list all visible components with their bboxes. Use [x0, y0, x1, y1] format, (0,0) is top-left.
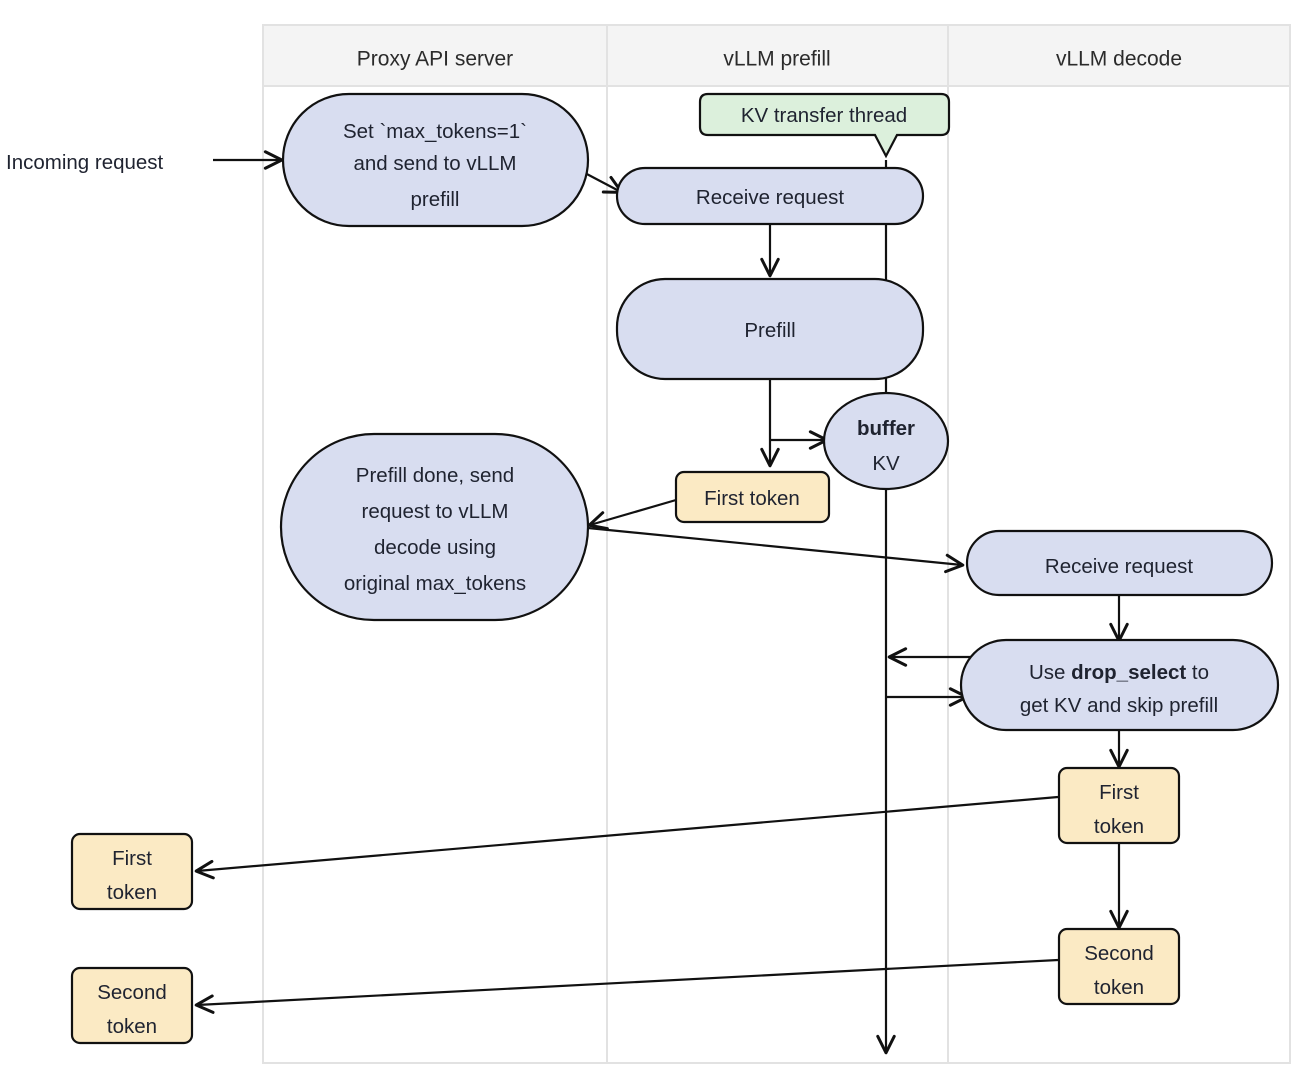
node-prefill[interactable]: Prefill: [615, 277, 925, 381]
decode-receive-request-shape[interactable]: [965, 529, 1274, 597]
prefill-first-token-label: First token: [704, 487, 800, 510]
node-kv-transfer-thread[interactable]: KV transfer thread: [698, 92, 951, 159]
conn-setmax-to-prefill-receive: [582, 171, 624, 194]
buffer-kv-line-1: buffer: [857, 417, 915, 440]
prefill-done-line-3: decode using: [374, 536, 496, 559]
decode-first-token-line-1: First: [1099, 781, 1139, 804]
decode-receive-request-label: Receive request: [1045, 555, 1193, 578]
prefill-receive-request-shape[interactable]: [615, 166, 925, 226]
prefill-receive-request-label: Receive request: [696, 186, 844, 209]
lane-title-decode: vLLM decode: [1056, 48, 1182, 71]
out-first-token-line-2: token: [107, 881, 157, 904]
prefill-shape[interactable]: [615, 277, 925, 381]
conn-decode-first-token-to-output: [194, 795, 1059, 880]
drop-select-line-1: Use drop_select to: [1029, 661, 1209, 684]
drop-select-seg-3: to: [1186, 661, 1209, 684]
prefill-first-token-shape[interactable]: [674, 470, 831, 524]
conn-decode-second-token-to-output: [194, 958, 1059, 1014]
conn-first-token-to-prefill-done: [587, 498, 677, 531]
decode-second-token-line-2: token: [1094, 976, 1144, 999]
buffer-kv-line-2: KV: [872, 452, 900, 475]
node-set-max-tokens[interactable]: Set `max_tokens=1` and send to vLLM pref…: [281, 92, 590, 228]
out-second-token-shape[interactable]: [70, 966, 194, 1045]
decode-first-token-shape[interactable]: [1057, 766, 1181, 845]
node-decode-first-token[interactable]: First token: [1057, 766, 1181, 845]
node-prefill-done[interactable]: Prefill done, send request to vLLM decod…: [279, 432, 590, 622]
drop-select-shape[interactable]: [959, 638, 1280, 732]
node-drop-select[interactable]: Use drop_select to get KV and skip prefi…: [959, 638, 1280, 732]
node-out-first-token[interactable]: First token: [70, 832, 194, 911]
node-prefill-receive-request[interactable]: Receive request: [615, 166, 925, 226]
kv-transfer-thread-label: KV transfer thread: [741, 104, 907, 127]
prefill-done-line-1: Prefill done, send: [356, 464, 514, 487]
prefill-done-line-2: request to vLLM: [362, 500, 509, 523]
drop-select-seg-2: drop_select: [1071, 661, 1186, 684]
label-incoming-request: Incoming request: [6, 151, 164, 174]
drop-select-seg-1: Use: [1029, 661, 1071, 684]
kv-transfer-thread-shape[interactable]: [698, 92, 951, 159]
prefill-done-line-4: original max_tokens: [344, 572, 526, 595]
lane-title-proxy: Proxy API server: [357, 48, 513, 71]
lane-header-band: [262, 24, 1291, 87]
decode-second-token-line-1: Second: [1084, 942, 1154, 965]
set-max-tokens-line-2: and send to vLLM: [354, 152, 517, 175]
prefill-label: Prefill: [744, 319, 795, 342]
node-out-second-token[interactable]: Second token: [70, 966, 194, 1045]
conn-prefill-done-to-decode-receive: [587, 526, 965, 574]
node-decode-second-token[interactable]: Second token: [1057, 927, 1181, 1006]
prefill-done-shape[interactable]: [279, 432, 590, 622]
buffer-kv-shape[interactable]: [822, 391, 950, 491]
out-first-token-line-1: First: [112, 847, 152, 870]
decode-second-token-shape[interactable]: [1057, 927, 1181, 1006]
set-max-tokens-shape[interactable]: [281, 92, 590, 228]
lane-title-prefill: vLLM prefill: [723, 48, 830, 71]
decode-first-token-line-2: token: [1094, 815, 1144, 838]
drop-select-line-2: get KV and skip prefill: [1020, 694, 1218, 717]
node-prefill-first-token[interactable]: First token: [674, 470, 831, 524]
node-decode-receive-request[interactable]: Receive request: [965, 529, 1274, 597]
set-max-tokens-line-3: prefill: [411, 188, 460, 211]
set-max-tokens-line-1: Set `max_tokens=1`: [343, 120, 527, 143]
out-second-token-line-1: Second: [97, 981, 167, 1004]
out-first-token-shape[interactable]: [70, 832, 194, 911]
out-second-token-line-2: token: [107, 1015, 157, 1038]
swimlane-container: [262, 24, 1291, 1064]
node-buffer-kv[interactable]: buffer KV: [822, 391, 950, 491]
